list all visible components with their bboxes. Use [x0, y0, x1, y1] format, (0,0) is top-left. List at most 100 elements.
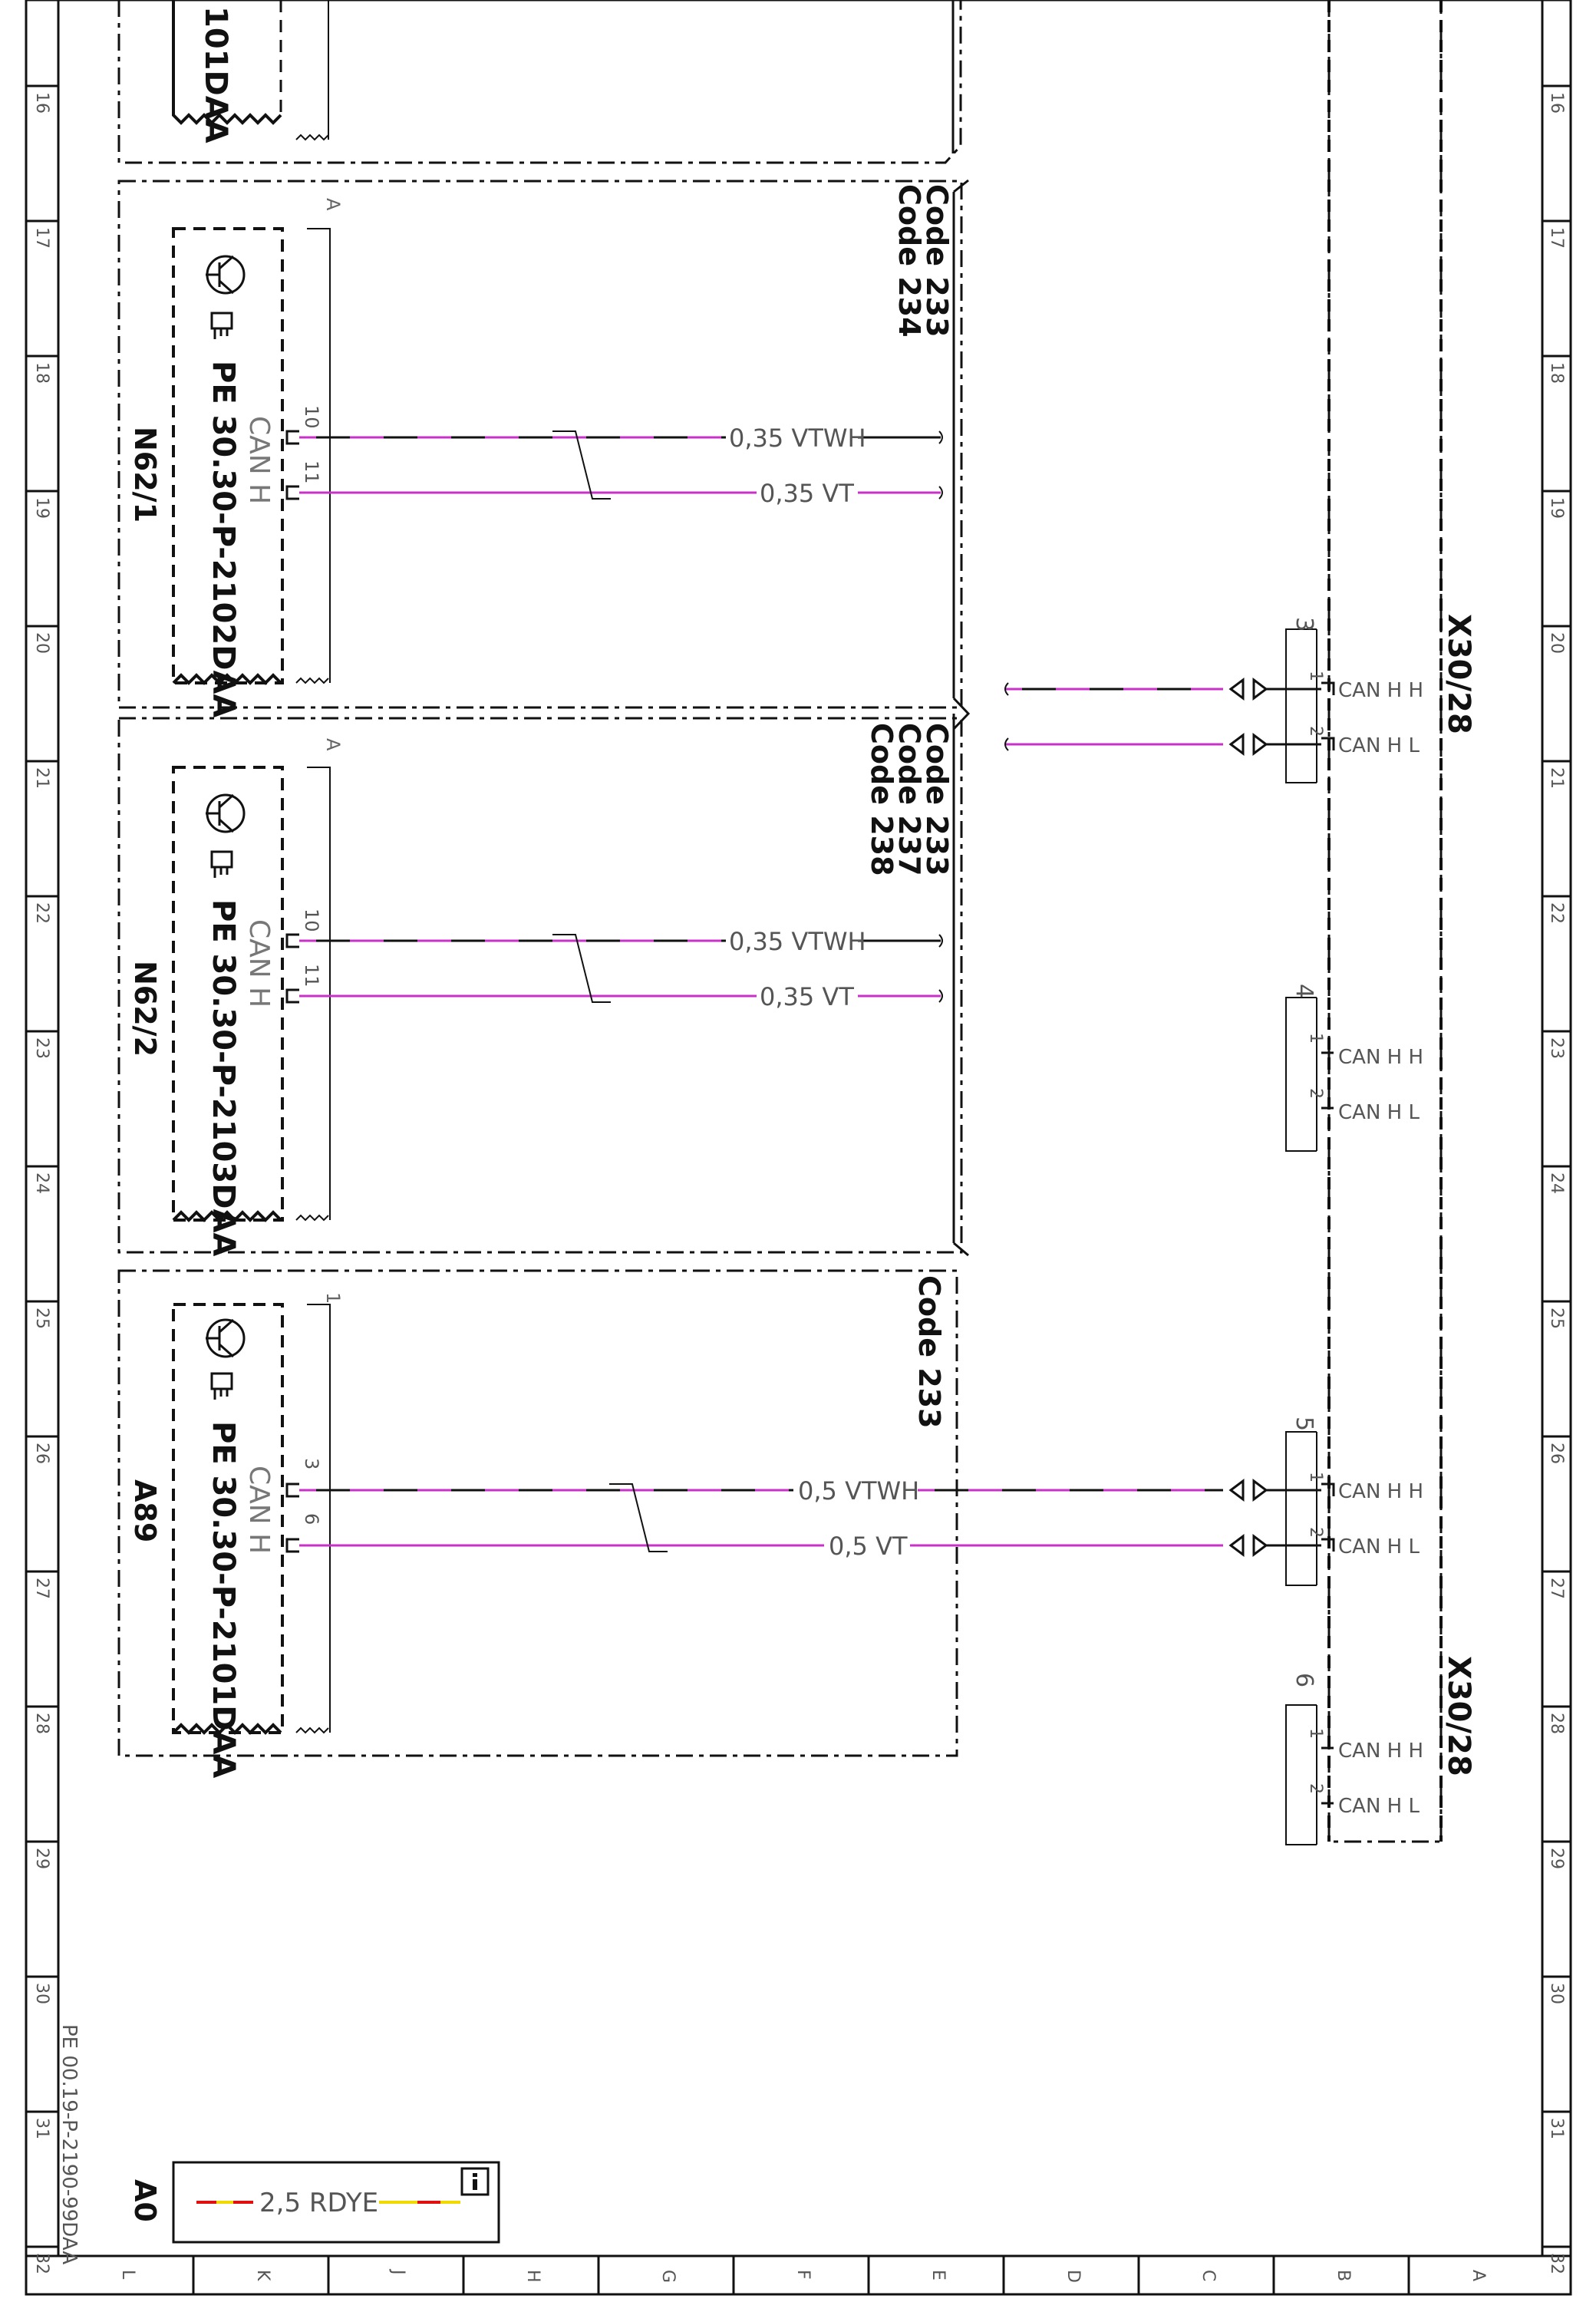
connector-name: X30/28 — [1441, 614, 1476, 734]
plug-symbol — [1228, 678, 1297, 756]
block-name: A89 — [128, 1479, 162, 1542]
row-number: 16 — [1547, 92, 1566, 114]
sheet-frame — [25, 0, 1572, 2296]
block-corner-label: A — [322, 738, 344, 751]
row-number: 24 — [32, 1172, 51, 1194]
column-letter: A — [1469, 2270, 1488, 2281]
block-bus-label: CAN H — [243, 416, 275, 504]
connector-pin: 1 — [1306, 1033, 1325, 1044]
transistor-icon — [206, 793, 246, 833]
connector-group-6 — [1285, 1704, 1334, 1845]
column-letter: E — [928, 2270, 948, 2281]
row-number: 21 — [32, 767, 51, 789]
document-reference: PE 00.19-P-2190-99DAA — [58, 2024, 81, 2264]
connector-pin: 2 — [1306, 1088, 1325, 1099]
row-number: 20 — [32, 632, 51, 654]
legend-wire-label: 2,5 RDYE — [259, 2188, 378, 2218]
row-number: 27 — [32, 1578, 51, 1599]
column-letter: C — [1199, 2270, 1218, 2281]
row-number: 24 — [1547, 1172, 1566, 1194]
bus-to-connector[interactable] — [1004, 682, 1223, 751]
row-number: 23 — [1547, 1037, 1566, 1059]
block-n62-2: PE 30.30-P-2103DAA CAN H N62/2 A Code 23… — [117, 714, 969, 1256]
row-number: 21 — [1547, 767, 1566, 789]
pin-number: 6 — [301, 1513, 322, 1525]
row-number: 30 — [1547, 1983, 1566, 2004]
code-label: Code 233 — [920, 184, 954, 338]
reference-hand-icon — [210, 312, 233, 339]
column-letter: L — [118, 2270, 137, 2280]
connector-pin: 1 — [1306, 1472, 1325, 1482]
row-number: 17 — [32, 227, 51, 249]
block-ref[interactable]: PE 30.30-P-2101DAA — [206, 1421, 241, 1778]
connector-pin: 1 — [1306, 1728, 1325, 1739]
reference-hand-icon — [210, 850, 233, 878]
connector-signal: CAN H L — [1338, 1535, 1420, 1558]
row-number: 27 — [1547, 1578, 1566, 1599]
wire-label: 0,35 VTWH — [729, 927, 866, 956]
row-number: 17 — [1547, 227, 1566, 249]
transistor-icon — [206, 1318, 246, 1358]
connector-pin: 2 — [1306, 1527, 1325, 1538]
block-bus-label: CAN H — [243, 1466, 275, 1554]
row-number: 23 — [32, 1037, 51, 1059]
connector-pin: 2 — [1306, 1783, 1325, 1794]
row-number: 25 — [32, 1308, 51, 1329]
row-number: 29 — [32, 1848, 51, 1869]
connector-signal: CAN H H — [1338, 1740, 1423, 1763]
pin-number: 10 — [301, 909, 322, 932]
code-label: Code 234 — [892, 184, 926, 338]
code-label: Code 233 — [912, 1275, 946, 1429]
connector-signal: CAN H H — [1338, 1046, 1423, 1069]
row-number: 16 — [32, 92, 51, 114]
row-number: 18 — [1547, 362, 1566, 384]
wire-label: 0,35 VTWH — [729, 424, 866, 453]
row-number: 19 — [32, 497, 51, 519]
connector-pin: 2 — [1306, 726, 1325, 737]
connector-group-number: 6 — [1291, 1673, 1317, 1687]
connector-group-4 — [1285, 997, 1334, 1152]
row-number: 32 — [1547, 2253, 1566, 2274]
pin-number: 11 — [301, 964, 322, 988]
info-icon[interactable] — [460, 2167, 490, 2196]
row-number: 28 — [32, 1713, 51, 1734]
pin-number: 3 — [301, 1458, 322, 1469]
row-number: 25 — [1547, 1308, 1566, 1329]
row-number: 32 — [32, 2253, 51, 2274]
wire-label: 0,5 VTWH — [798, 1476, 919, 1506]
code-label: Code 237 — [892, 723, 926, 876]
connector-group-number: 5 — [1291, 1416, 1317, 1431]
row-number: 22 — [1547, 902, 1566, 924]
block-ref[interactable]: PE 30.30-P-2103DAA — [206, 899, 241, 1256]
pin-number: 10 — [301, 405, 322, 429]
row-number: 26 — [1547, 1443, 1566, 1464]
plug-symbol — [1228, 1479, 1297, 1557]
connector-signal: CAN H L — [1338, 734, 1420, 757]
connector-x30-28 — [1327, 0, 1443, 1843]
row-number: 31 — [1547, 2118, 1566, 2139]
block-ref[interactable]: PE 30.30-P-2102DAA — [206, 361, 241, 717]
pin-number: 11 — [301, 460, 322, 484]
wire-label: 0,35 VT — [760, 982, 854, 1011]
transistor-icon — [206, 255, 246, 295]
connector-signal: CAN H L — [1338, 1101, 1420, 1124]
sheet-id: A0 — [128, 2179, 162, 2222]
wire-label: 0,35 VT — [760, 479, 854, 508]
column-letter: B — [1334, 2270, 1353, 2281]
connector-signal: CAN H H — [1338, 679, 1423, 702]
connector-signal: CAN H H — [1338, 1480, 1423, 1503]
row-number: 22 — [32, 902, 51, 924]
top-fragment-block — [117, 0, 962, 164]
column-letter: H — [523, 2270, 542, 2283]
connector-group-3 — [1228, 628, 1335, 783]
row-number: 31 — [32, 2118, 51, 2139]
block-a89: PE 30.30-P-2101DAA CAN H A89 1 Code 233 … — [117, 1269, 1223, 1778]
connector-group-number: 4 — [1291, 984, 1317, 998]
column-letter: F — [793, 2270, 813, 2280]
column-letter: D — [1063, 2270, 1083, 2283]
block-n62-1: PE 30.30-P-2102DAA CAN H N62/1 A Code 23… — [117, 179, 969, 717]
connector-name-lower: X30/28 — [1441, 1656, 1476, 1776]
